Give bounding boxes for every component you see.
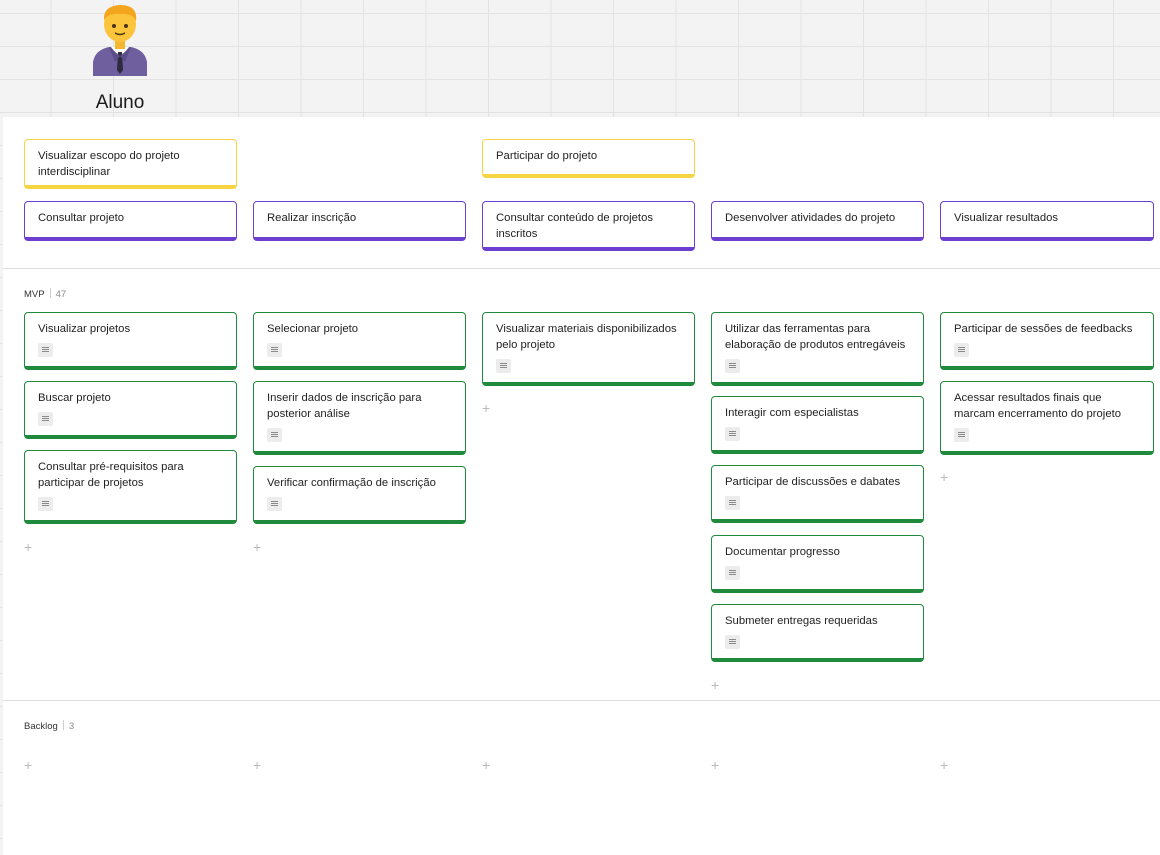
story-card[interactable]: Participar de sessões de feedbacks xyxy=(940,312,1154,370)
add-card-button[interactable]: + xyxy=(482,400,491,416)
card-label: Submeter entregas requeridas xyxy=(725,615,878,627)
notes-icon xyxy=(725,566,740,580)
story-card[interactable]: Participar de discussões e dabates xyxy=(711,465,924,523)
card-label: Participar do projeto xyxy=(496,150,598,162)
story-card[interactable]: Visualizar materiais disponibilizados pe… xyxy=(482,312,695,386)
card-label: Utilizar das ferramentas para elaboração… xyxy=(725,323,906,351)
story-card[interactable]: Interagir com especialistas xyxy=(711,396,924,454)
add-card-button[interactable]: + xyxy=(711,757,720,773)
card-label: Verificar confirmação de inscrição xyxy=(267,477,436,489)
release-name: Backlog xyxy=(24,721,58,732)
step-card[interactable]: Visualizar resultados xyxy=(940,201,1154,241)
card-label: Consultar projeto xyxy=(38,212,125,224)
story-card[interactable]: Consultar pré-requisitos para participar… xyxy=(24,450,237,524)
card-label: Inserir dados de inscrição para posterio… xyxy=(267,392,422,420)
card-label: Acessar resultados finais que marcam enc… xyxy=(954,392,1122,420)
step-card[interactable]: Realizar inscrição xyxy=(253,201,466,241)
step-card[interactable]: Desenvolver atividades do projeto xyxy=(711,201,924,241)
card-label: Buscar projeto xyxy=(38,392,111,404)
card-label: Participar de discussões e dabates xyxy=(725,476,901,488)
notes-icon xyxy=(725,427,740,441)
notes-icon xyxy=(954,343,969,357)
notes-icon xyxy=(38,497,53,511)
activity-card[interactable]: Visualizar escopo do projeto interdiscip… xyxy=(24,139,237,189)
release-count: 47 xyxy=(55,289,67,300)
persona-name: Aluno xyxy=(95,92,145,113)
card-label: Consultar conteúdo de projetos inscritos xyxy=(496,212,654,240)
add-card-button[interactable]: + xyxy=(253,539,262,555)
add-card-button[interactable]: + xyxy=(253,757,262,773)
release-label-backlog[interactable]: Backlog 3 xyxy=(24,720,74,732)
add-card-button[interactable]: + xyxy=(940,757,949,773)
add-card-button[interactable]: + xyxy=(24,757,33,773)
activity-card[interactable]: Participar do projeto xyxy=(482,139,695,178)
story-card[interactable]: Submeter entregas requeridas xyxy=(711,604,924,662)
card-label: Desenvolver atividades do projeto xyxy=(725,212,896,224)
notes-icon xyxy=(954,428,969,442)
notes-icon xyxy=(38,412,53,426)
card-label: Selecionar projeto xyxy=(267,323,359,335)
notes-icon xyxy=(267,343,282,357)
notes-icon xyxy=(725,359,740,373)
add-card-button[interactable]: + xyxy=(940,469,949,485)
release-name: MVP xyxy=(24,289,45,300)
card-label: Participar de sessões de feedbacks xyxy=(954,323,1133,335)
notes-icon xyxy=(38,343,53,357)
notes-icon xyxy=(267,428,282,442)
story-card[interactable]: Buscar projeto xyxy=(24,381,237,439)
add-card-button[interactable]: + xyxy=(482,757,491,773)
release-count: 3 xyxy=(68,721,75,732)
add-card-button[interactable]: + xyxy=(711,677,720,693)
step-card[interactable]: Consultar conteúdo de projetos inscritos xyxy=(482,201,695,251)
card-label: Visualizar resultados xyxy=(954,212,1059,224)
card-label: Documentar progresso xyxy=(725,546,840,558)
card-label: Interagir com especialistas xyxy=(725,407,859,419)
release-label-mvp[interactable]: MVP 47 xyxy=(24,288,66,300)
story-card[interactable]: Visualizar projetos xyxy=(24,312,237,370)
card-label: Visualizar escopo do projeto interdiscip… xyxy=(38,150,180,178)
person-in-suit-icon xyxy=(93,5,147,76)
notes-icon xyxy=(725,496,740,510)
card-label: Consultar pré-requisitos para participar… xyxy=(38,461,184,489)
persona[interactable]: Aluno xyxy=(80,0,160,118)
story-card[interactable]: Utilizar das ferramentas para elaboração… xyxy=(711,312,924,386)
card-label: Visualizar materiais disponibilizados pe… xyxy=(496,323,677,351)
section-divider xyxy=(3,268,1160,269)
story-card[interactable]: Documentar progresso xyxy=(711,535,924,593)
story-card[interactable]: Acessar resultados finais que marcam enc… xyxy=(940,381,1154,455)
story-card[interactable]: Verificar confirmação de inscrição xyxy=(253,466,466,524)
notes-icon xyxy=(267,497,282,511)
story-card[interactable]: Inserir dados de inscrição para posterio… xyxy=(253,381,466,455)
step-card[interactable]: Consultar projeto xyxy=(24,201,237,241)
add-card-button[interactable]: + xyxy=(24,539,33,555)
card-label: Realizar inscrição xyxy=(267,212,357,224)
section-divider xyxy=(3,700,1160,701)
story-card[interactable]: Selecionar projeto xyxy=(253,312,466,370)
notes-icon xyxy=(496,359,511,373)
notes-icon xyxy=(725,635,740,649)
card-label: Visualizar projetos xyxy=(38,323,131,335)
